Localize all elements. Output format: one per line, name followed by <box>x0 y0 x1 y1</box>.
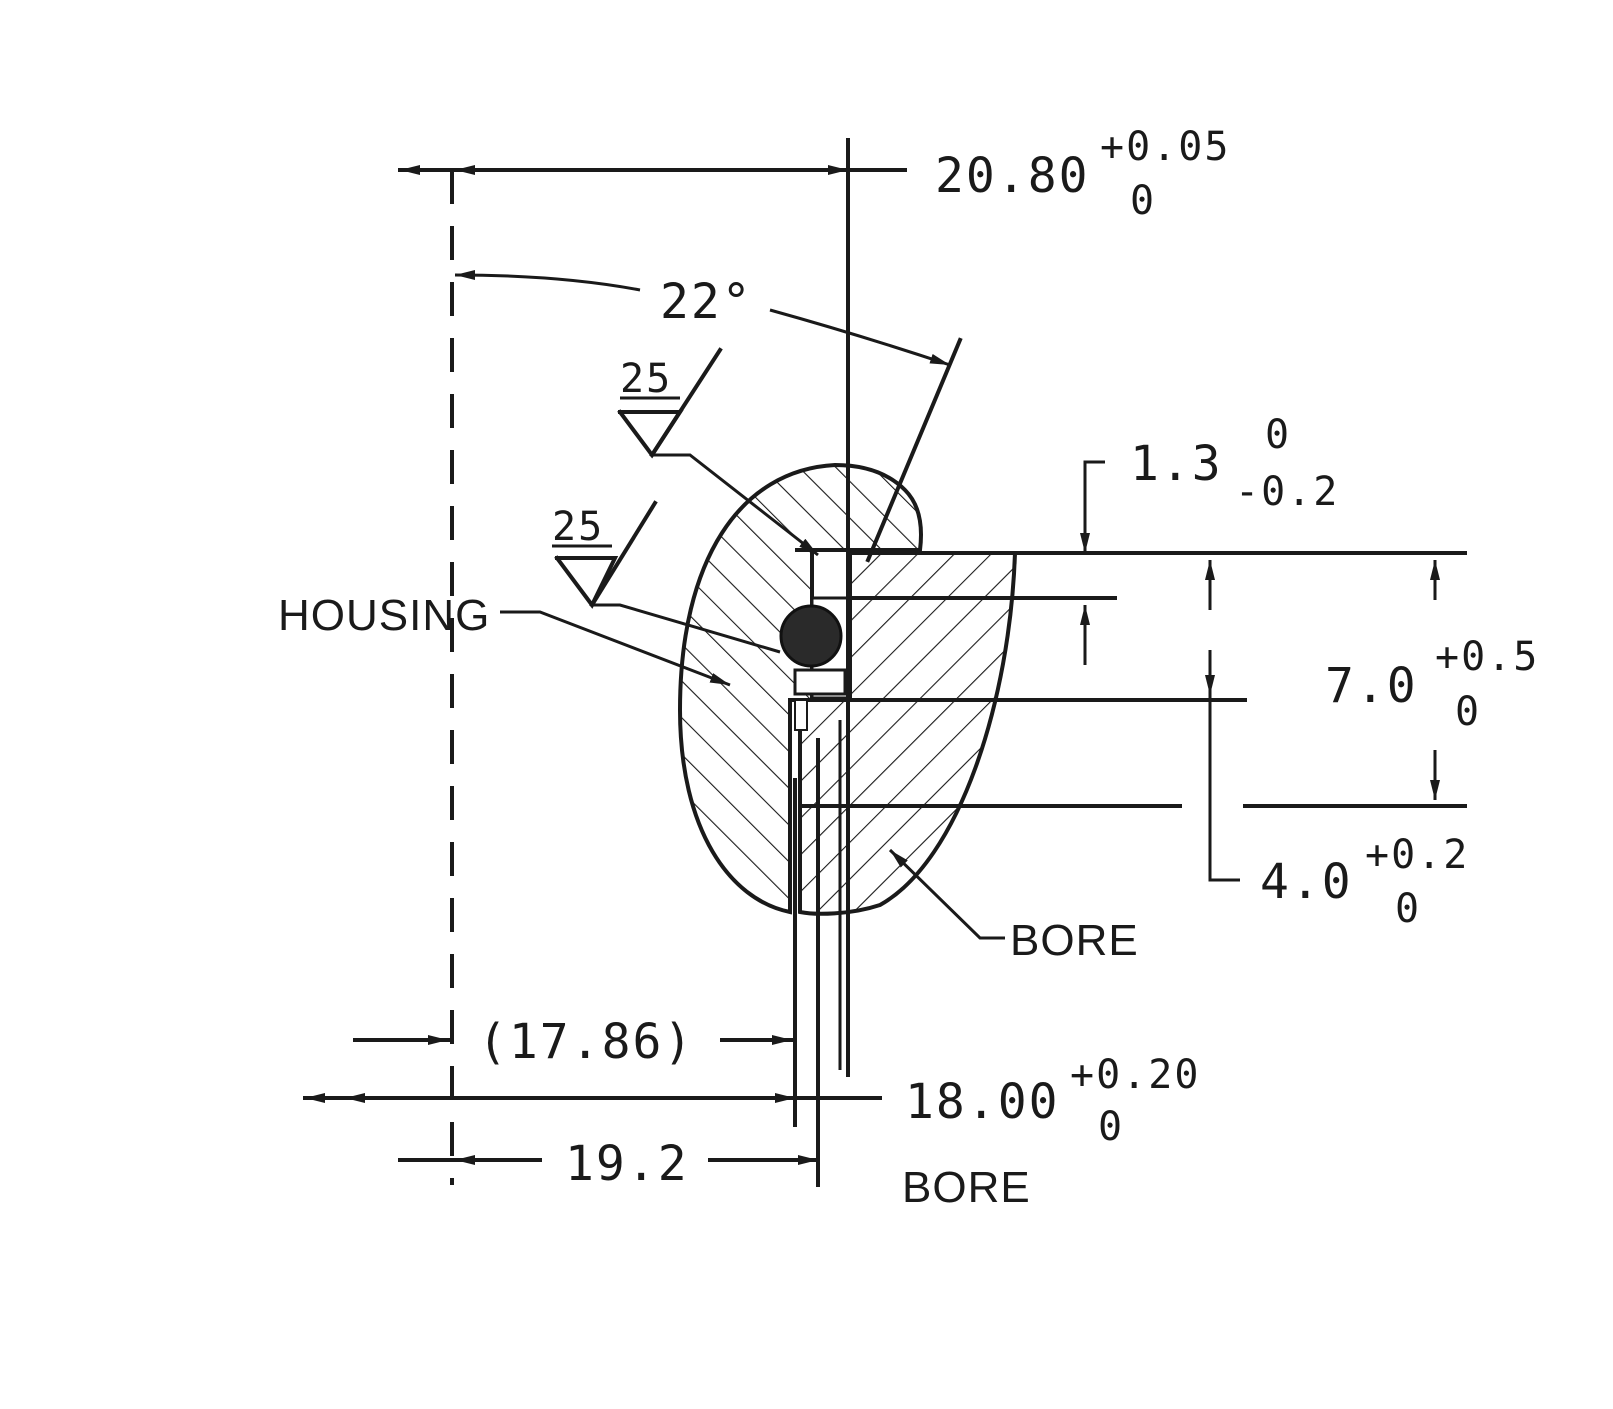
bore-section <box>798 551 1018 916</box>
dim-step-upper: 0 <box>1265 412 1291 458</box>
dim-18-00: 18.00 +0.20 0 <box>303 1052 1200 1150</box>
dim-20-80: 20.80 +0.05 0 <box>398 124 1230 224</box>
bore-bottom-label: BORE <box>902 1163 1031 1212</box>
dim-1-3: 1.3 0 -0.2 <box>1013 412 1467 555</box>
dim-top-value: 20.80 <box>935 148 1090 204</box>
dim-depth-upper: +0.2 <box>1365 832 1469 878</box>
roughness-symbol-2: 25 <box>552 500 781 654</box>
dim-top-upper: +0.05 <box>1100 124 1230 170</box>
dim-bore-lower: 0 <box>1098 1104 1124 1150</box>
ref-dim-value: (17.86) <box>478 1014 694 1070</box>
housing-label: HOUSING <box>278 591 490 640</box>
dim-height-value: 7.0 <box>1325 658 1418 714</box>
dim-step-lower: -0.2 <box>1235 469 1339 515</box>
angle-dimension: 22° <box>454 270 963 563</box>
dim-7-0: 7.0 +0.5 0 <box>1325 560 1539 800</box>
dim-bore-value: 18.00 <box>905 1074 1060 1130</box>
dim-step-value: 1.3 <box>1130 436 1223 492</box>
bore-label: BORE <box>1010 916 1139 965</box>
roughness-1-value: 25 <box>620 356 672 402</box>
dim-4-0: 4.0 +0.2 0 <box>1205 560 1469 932</box>
housing-leader <box>500 610 731 687</box>
roughness-symbol-1: 25 <box>617 347 819 557</box>
dim-top-lower: 0 <box>1130 178 1156 224</box>
bore-leader <box>888 848 1005 940</box>
dim-bore-upper: +0.20 <box>1070 1052 1200 1098</box>
dim-height-upper: +0.5 <box>1435 634 1539 680</box>
dim-depth-lower: 0 <box>1395 886 1421 932</box>
dim-outer-value: 19.2 <box>565 1136 689 1192</box>
angle-value: 22° <box>660 274 753 330</box>
dim-height-lower: 0 <box>1455 689 1481 735</box>
roughness-2-value: 25 <box>552 504 604 550</box>
o-ring <box>779 604 843 668</box>
dim-17-86: (17.86) <box>353 1014 794 1070</box>
dim-19-2: 19.2 <box>398 1136 820 1192</box>
dim-depth-value: 4.0 <box>1260 854 1353 910</box>
